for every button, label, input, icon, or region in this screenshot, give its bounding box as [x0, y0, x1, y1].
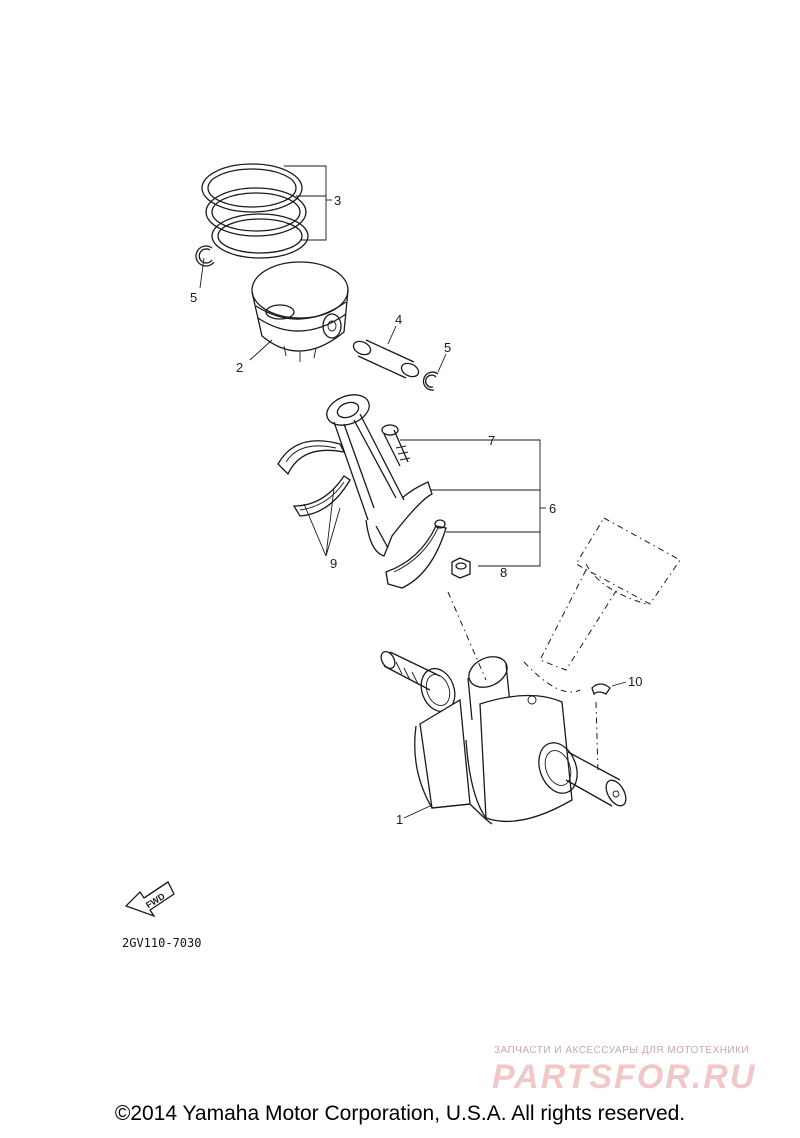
- fwd-arrow-icon: FWD: [124, 881, 175, 918]
- label-part-6: 6: [549, 501, 556, 516]
- copyright-notice: ©2014 Yamaha Motor Corporation, U.S.A. A…: [114, 1102, 686, 1125]
- big-end-bearings: [277, 440, 351, 517]
- label-part-5-left: 5: [190, 290, 197, 305]
- watermark-brand: PARTSFOR.RU: [492, 1058, 757, 1096]
- leader-lines: [199, 165, 627, 819]
- circlip-left: [195, 245, 215, 267]
- label-part-2: 2: [236, 360, 243, 375]
- label-part-3: 3: [334, 193, 341, 208]
- woodruff-key: [591, 683, 611, 696]
- label-part-7: 7: [488, 433, 495, 448]
- label-part-4: 4: [395, 312, 402, 327]
- circlip-right: [422, 371, 439, 391]
- label-part-1: 1: [396, 812, 403, 827]
- drawing-number: 2GV110-7030: [122, 936, 202, 950]
- conrod-cap: [385, 519, 447, 589]
- phantom-assembly-outline: [447, 517, 681, 773]
- label-part-9: 9: [330, 556, 337, 571]
- conrod-nut: [451, 557, 471, 579]
- piston-rings: [201, 163, 309, 259]
- conrod-bolt: [381, 424, 411, 467]
- watermark-tagline: ЗАПЧАСТИ И АКСЕССУАРЫ ДЛЯ МОТОТЕХНИКИ: [494, 1045, 750, 1056]
- label-part-10: 10: [628, 674, 642, 689]
- connecting-rod: [326, 394, 433, 557]
- piston: [251, 261, 349, 362]
- label-part-8: 8: [500, 565, 507, 580]
- crankshaft: [380, 650, 627, 825]
- label-part-5-right: 5: [444, 340, 451, 355]
- piston-pin: [352, 339, 420, 379]
